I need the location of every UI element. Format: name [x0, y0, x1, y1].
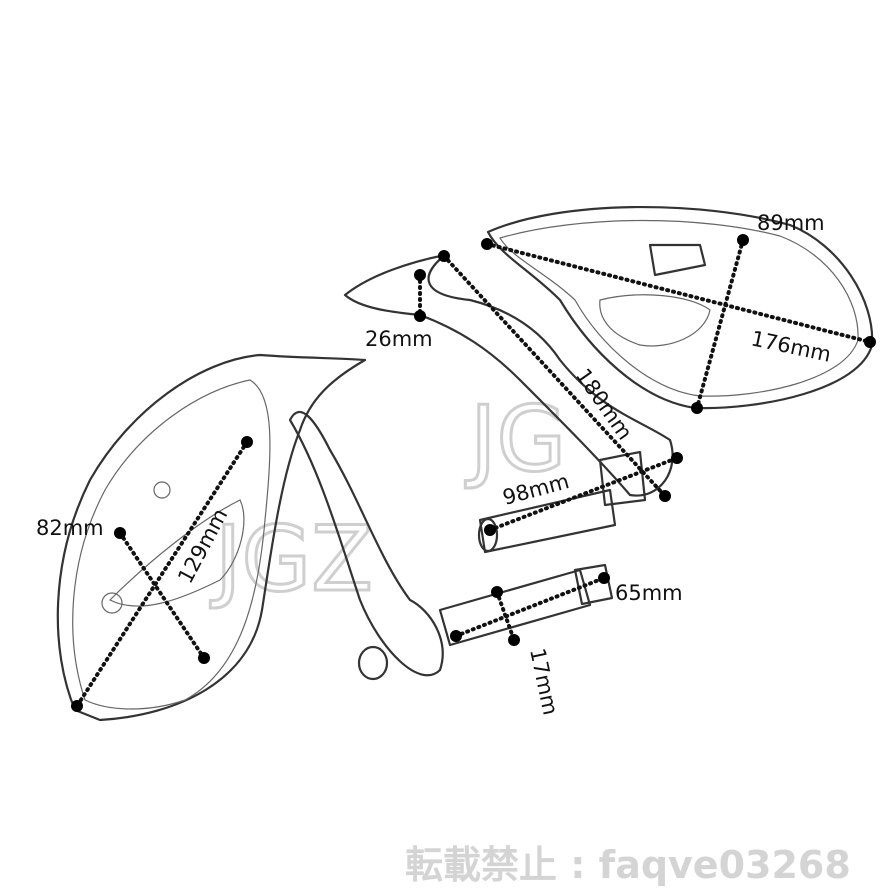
- right-mirror: [343, 205, 874, 554]
- copyright-watermark: 転載禁止 : faqve03268: [405, 843, 851, 887]
- label-65mm: 65mm: [615, 581, 683, 605]
- logo-watermark-right: JG: [465, 387, 566, 492]
- label-82mm: 82mm: [36, 516, 104, 540]
- label-17mm: 17mm: [525, 646, 563, 717]
- left-mirror: [56, 353, 614, 722]
- dimension-lines: [71, 234, 876, 712]
- label-176mm: 176mm: [749, 326, 833, 366]
- label-89mm: 89mm: [757, 211, 825, 235]
- label-26mm: 26mm: [365, 327, 433, 351]
